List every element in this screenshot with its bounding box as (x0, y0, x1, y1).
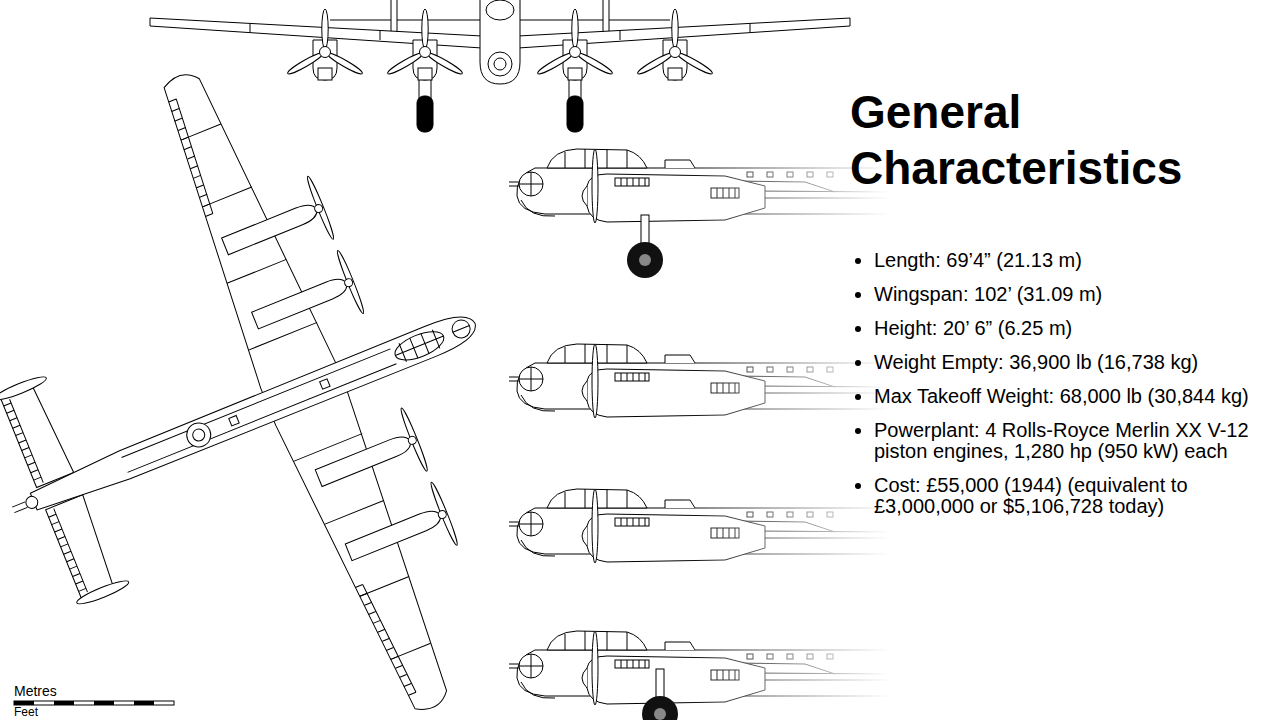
tail-fin (0, 373, 48, 403)
scale-label: Feet (14, 706, 38, 719)
landing-gear (417, 80, 583, 132)
spec-text: Height: 20’ 6” (6.25 m) (874, 317, 1072, 339)
fuselage (480, 0, 520, 84)
slide-title: General Characteristics (850, 84, 1270, 196)
bullet-dot (855, 360, 861, 366)
fade-overlay (680, 140, 890, 720)
spec-text: Length: 69’4” (21.13 m) (874, 249, 1082, 271)
spec-item: Powerplant: 4 Rolls-Royce Merlin XX V-12… (852, 420, 1256, 462)
bullet-dot (855, 326, 861, 332)
tail-fin (75, 577, 131, 607)
bullet-dot (855, 258, 861, 264)
tailplane (1, 384, 74, 488)
bullet-dot (855, 483, 861, 489)
spec-item: Wingspan: 102’ (31.09 m) (852, 284, 1256, 305)
front-view (150, 0, 850, 132)
engine-nacelles (313, 40, 687, 80)
spec-item: Max Takeoff Weight: 68,000 lb (30,844 kg… (852, 386, 1256, 407)
plan-view (0, 8, 603, 720)
bullet-dot (855, 292, 861, 298)
scale-label: Metres (14, 684, 57, 699)
scale-bar (14, 701, 174, 705)
spec-text: Max Takeoff Weight: 68,000 lb (30,844 kg… (874, 385, 1249, 407)
bullet-dot (855, 428, 861, 434)
bullet-dot (855, 394, 861, 400)
spec-text: Cost: £55,000 (1944) (equivalent to £3,0… (874, 474, 1188, 517)
spec-item: Height: 20’ 6” (6.25 m) (852, 318, 1256, 339)
spec-item: Weight Empty: 36,900 lb (16,738 kg) (852, 352, 1256, 373)
spec-text: Weight Empty: 36,900 lb (16,738 kg) (874, 351, 1198, 373)
canopy (391, 326, 447, 366)
spec-list: Length: 69’4” (21.13 m) Wingspan: 102’ (3… (852, 250, 1256, 530)
turret (183, 419, 214, 450)
spec-text: Powerplant: 4 Rolls-Royce Merlin XX V-12… (874, 419, 1249, 462)
fuselage (28, 308, 481, 516)
spec-item: Cost: £55,000 (1944) (equivalent to £3,0… (852, 475, 1256, 517)
spec-item: Length: 69’4” (21.13 m) (852, 250, 1256, 271)
side-views (509, 140, 1280, 720)
tailplane (46, 495, 119, 599)
spec-text: Wingspan: 102’ (31.09 m) (874, 283, 1102, 305)
